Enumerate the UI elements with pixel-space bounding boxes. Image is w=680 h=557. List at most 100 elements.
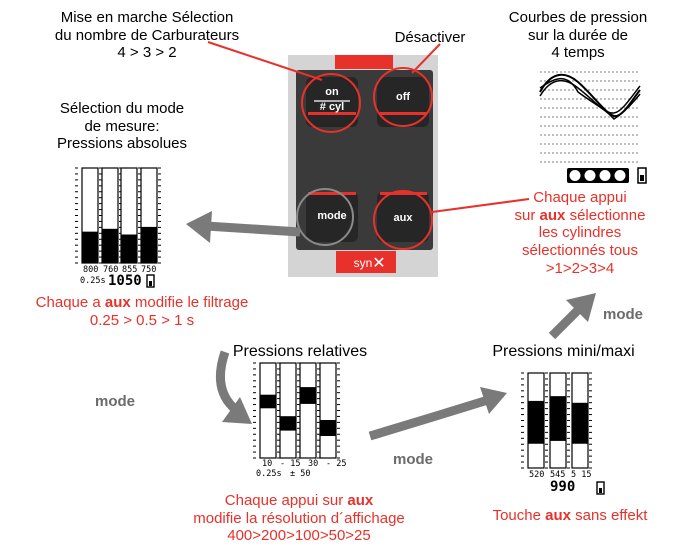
rel-bar-frame xyxy=(299,362,317,459)
logo-text: syn xyxy=(353,256,373,270)
arrow-abs-to-rel-shaft xyxy=(215,350,240,414)
mise-en-marche-line-2: du nombre de Carburateurs xyxy=(54,26,240,44)
abs-value-3: 855 xyxy=(122,265,138,275)
resolution-label: Chaque appui sur aux modifie la résoluti… xyxy=(140,492,458,545)
battery-level-curve xyxy=(640,175,644,181)
cylinder-dot-2 xyxy=(584,170,596,181)
mise-en-marche-line-1: Mise en marche Sélection xyxy=(60,9,234,26)
mise-en-marche-label: Mise en marche Sélection du nombre de Ca… xyxy=(18,9,276,62)
rel-value-1: 10 xyxy=(262,459,273,469)
rel-bar-block xyxy=(280,416,296,431)
pointer-aux xyxy=(431,198,530,213)
curve-grid xyxy=(540,71,640,163)
abs-bar-fill xyxy=(141,226,157,263)
mode-button-label: mode xyxy=(317,210,347,222)
rel-value-2: - 15 xyxy=(280,459,301,469)
rel-bar-frame xyxy=(319,362,337,459)
arrow-rel-to-minmax-head xyxy=(480,387,507,414)
curve-screen xyxy=(539,71,647,184)
arrow-minmax-to-courbes-shaft xyxy=(548,306,582,340)
abs-bar-fill xyxy=(82,231,98,263)
off-highlight xyxy=(373,67,433,127)
rel-filter: 0.25s xyxy=(256,469,282,479)
cylinder-dot-3 xyxy=(599,170,611,181)
aux-button[interactable] xyxy=(377,192,429,242)
aux-led xyxy=(380,192,427,195)
selection-mode-line-3: Pressions absolues xyxy=(56,135,188,153)
abs-bar-fill xyxy=(121,234,137,263)
sans-effekt-label: Touche aux sans effekt xyxy=(492,507,648,524)
on-led xyxy=(308,112,356,115)
rel-bar-frame xyxy=(259,362,277,459)
relative-bar-chart xyxy=(253,362,340,459)
cylinder-dot-1 xyxy=(569,170,581,181)
mode-led xyxy=(308,192,356,195)
abs-value-2: 760 xyxy=(103,265,119,275)
rel-bar-block xyxy=(260,394,276,409)
cyl-button-label: # cyl xyxy=(319,101,345,113)
desactiver-label: Désactiver xyxy=(394,29,466,46)
aux-cyl-line-3: les cylindres xyxy=(538,224,622,242)
filtrage-line-1: Chaque a aux modifie le filtrage xyxy=(35,294,249,311)
off-led xyxy=(380,112,427,115)
mode-label-to-courbes: mode xyxy=(603,306,644,323)
arrow-minmax-to-courbes-head xyxy=(566,293,596,322)
mode-button[interactable] xyxy=(306,192,358,242)
minmax-bar-chart xyxy=(521,372,592,469)
courbes-line-2: sur la durée de xyxy=(527,26,629,44)
aux-cyl-line-5: >1>2>3>4 xyxy=(545,259,615,277)
off-button-label: off xyxy=(395,91,411,103)
arrow-to-absolute-shaft xyxy=(205,221,301,237)
selection-mode-label: Sélection du mode de mesure: Pressions a… xyxy=(30,100,214,153)
cylinder-indicator-bar xyxy=(567,168,629,183)
pointer-mise-en-marche xyxy=(207,41,323,81)
courbes-line-3: 4 temps xyxy=(551,44,605,62)
filtrage-line-2: 0.25 > 0.5 > 1 s xyxy=(89,311,195,329)
aux-cyl-line-1: Chaque appui xyxy=(533,189,627,206)
aux-button-label: aux xyxy=(393,212,413,224)
aux-highlight xyxy=(373,190,433,250)
abs-bar-fill xyxy=(102,228,118,263)
rel-value-3: 30 xyxy=(308,459,319,469)
mode-label-rel-to-minmax: mode xyxy=(393,451,434,468)
mm-value-2: 545 xyxy=(550,470,566,480)
mise-en-marche-line-3: 4 > 3 > 2 xyxy=(117,44,177,62)
mm-value-1: 520 xyxy=(529,470,545,480)
mode-label-abs-to-rel: mode xyxy=(95,393,136,410)
arrow-to-absolute-head xyxy=(186,211,212,243)
aux-cyl-line-4: sélectionnés tous xyxy=(522,242,638,260)
abs-filter: 0.25s xyxy=(80,276,106,286)
on-button-label: on xyxy=(325,86,339,98)
mm-big-value: 990 xyxy=(550,479,576,495)
rel-value-4: - 25 xyxy=(326,459,347,469)
abs-value-4: 750 xyxy=(141,265,157,275)
courbes-label: Courbes de pression sur la durée de 4 te… xyxy=(503,9,653,62)
battery-level-minmax xyxy=(599,488,602,493)
pressure-curve-3 xyxy=(539,78,641,120)
mode-highlight xyxy=(296,188,354,246)
resolution-line-2: modifie la résolution d´affichage xyxy=(193,509,405,527)
pointer-desactiver xyxy=(411,43,441,74)
battery-level-absolute xyxy=(149,281,152,286)
resolution-line-3: 400>200>100>50>25 xyxy=(227,527,371,545)
mm-bar-range xyxy=(550,396,566,441)
abs-big-value: 1050 xyxy=(108,273,142,289)
rel-bar-block xyxy=(300,387,316,404)
rel-resolution: ± 50 xyxy=(290,469,311,479)
rel-bar-block xyxy=(320,420,336,436)
abs-value-1: 800 xyxy=(83,265,99,275)
selection-mode-line-2: de mesure: xyxy=(84,117,160,135)
arrow-rel-to-minmax-shaft xyxy=(368,395,490,441)
mm-value-3: 5 15 xyxy=(571,470,592,480)
courbes-line-1: Courbes de pression xyxy=(508,9,648,26)
rel-bar-frame xyxy=(279,362,297,459)
mm-bar-range xyxy=(572,402,588,444)
selection-mode-line-1: Sélection du mode xyxy=(59,100,185,117)
filtrage-label: Chaque a aux modifie le filtrage 0.25 > … xyxy=(22,294,262,329)
aux-cyl-line-2: sur aux sélectionne xyxy=(514,206,646,224)
on-cyl-highlight xyxy=(301,73,361,133)
pressions-minimaxi-label: Pressions mini/maxi xyxy=(492,343,635,360)
resolution-line-1: Chaque appui sur aux xyxy=(224,492,374,509)
